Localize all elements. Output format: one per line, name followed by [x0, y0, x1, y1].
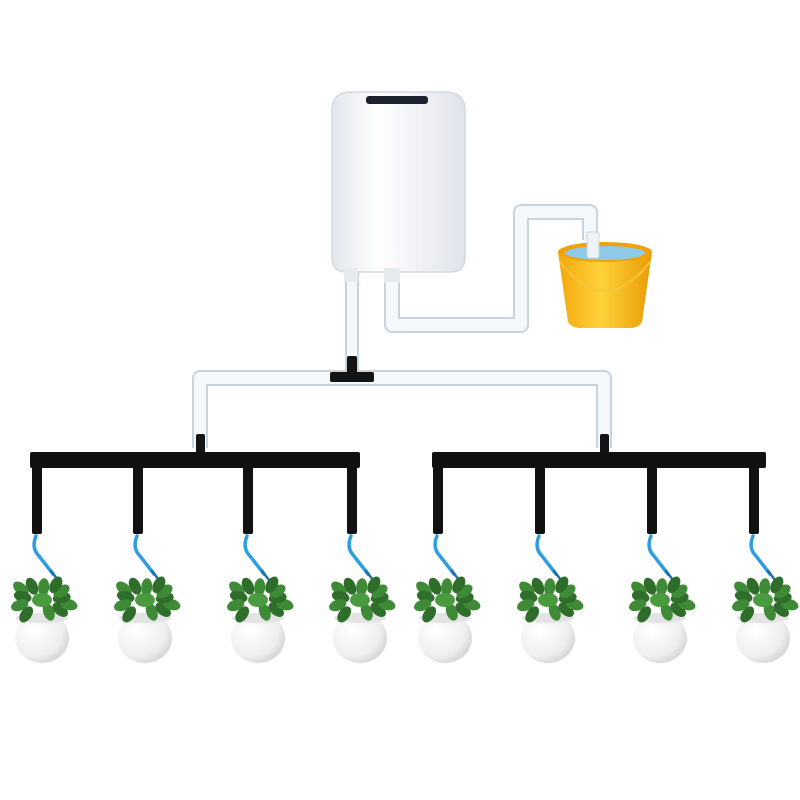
potted-plant-icon — [227, 576, 294, 663]
potted-plant-icon — [732, 576, 799, 663]
pump-device-icon — [331, 91, 466, 282]
potted-plants — [11, 576, 799, 663]
distribution-tubing — [30, 452, 766, 468]
drop-tubes — [32, 458, 759, 534]
blue-dripper-icon — [347, 534, 375, 582]
pump-display-icon — [366, 96, 428, 104]
blue-dripper-icon — [32, 534, 60, 582]
potted-plant-icon — [517, 576, 584, 663]
blue-dripper-icon — [535, 534, 563, 582]
water-surface-icon — [565, 246, 645, 260]
potted-plant-icon — [114, 576, 181, 663]
tee-connectors — [196, 356, 609, 454]
drop-tube — [433, 458, 443, 534]
potted-plant-icon — [629, 576, 696, 663]
potted-plant-icon — [414, 576, 481, 663]
blue-dripper-icon — [749, 534, 777, 582]
blue-dripper-icon — [243, 534, 271, 582]
drop-tube — [749, 458, 759, 534]
drop-tube — [32, 458, 42, 534]
drop-tube — [535, 458, 545, 534]
supply-tubing — [192, 204, 612, 448]
blue-dripper-icon — [647, 534, 675, 582]
drop-tube — [347, 458, 357, 534]
potted-plant-icon — [329, 576, 396, 663]
bucket-icon — [558, 231, 652, 328]
potted-plant-icon — [11, 576, 78, 663]
drop-tube — [243, 458, 253, 534]
drop-tube — [133, 458, 143, 534]
drop-tube — [647, 458, 657, 534]
drip-emitters — [32, 534, 777, 582]
blue-dripper-icon — [133, 534, 161, 582]
blue-dripper-icon — [433, 534, 461, 582]
